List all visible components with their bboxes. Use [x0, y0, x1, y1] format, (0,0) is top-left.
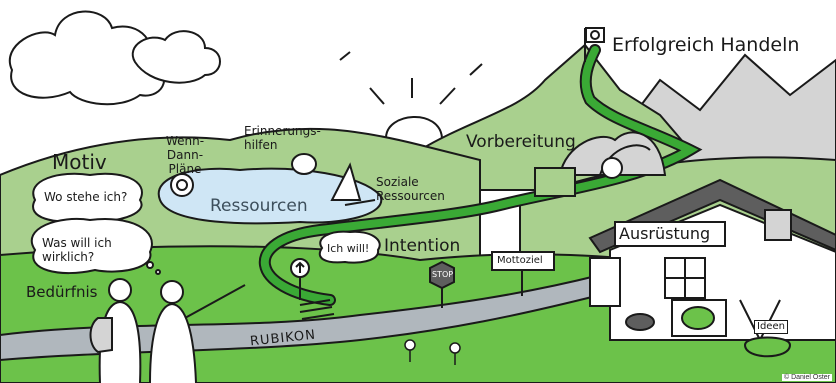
bridge [299, 299, 335, 320]
erinnerungshilfen-label: Erinnerungs-hilfen [244, 124, 321, 152]
copyright-credit: © Daniel Oster [781, 374, 832, 381]
goal-flag [584, 27, 605, 62]
clouds [8, 10, 221, 106]
motiv-label: Motiv [52, 150, 107, 174]
stop-sign-label: STOP [432, 270, 454, 279]
sun [339, 51, 483, 139]
vorbereitung-label: Vorbereitung [466, 132, 576, 152]
tents [534, 131, 667, 197]
goal-label: Erfolgreich Handeln [612, 34, 800, 56]
resource-pond [157, 167, 383, 225]
ich-will-label: Ich will! [327, 242, 370, 255]
thought-bubbles [31, 172, 381, 275]
beduerfnis-label: Bedürfnis [26, 283, 98, 301]
question-what-do-i-want: Was will ich wirklich? [42, 236, 112, 265]
resource-icons [170, 153, 376, 206]
mottoziel-label: Mottoziel [497, 255, 543, 266]
soziale-ressourcen-label: Soziale Ressourcen [376, 175, 445, 203]
flowers [404, 339, 461, 365]
people [89, 278, 246, 383]
signposts [290, 221, 726, 308]
ideen-label: Ideen [754, 320, 788, 334]
wenn-dann-label: Wenn-Dann-Pläne [165, 134, 205, 176]
question-where-am-i: Wo stehe ich? [44, 190, 128, 204]
ressourcen-label: Ressourcen [210, 196, 308, 216]
intention-label: Intention [384, 236, 461, 256]
ausruestung-label: Ausrüstung [619, 224, 711, 243]
